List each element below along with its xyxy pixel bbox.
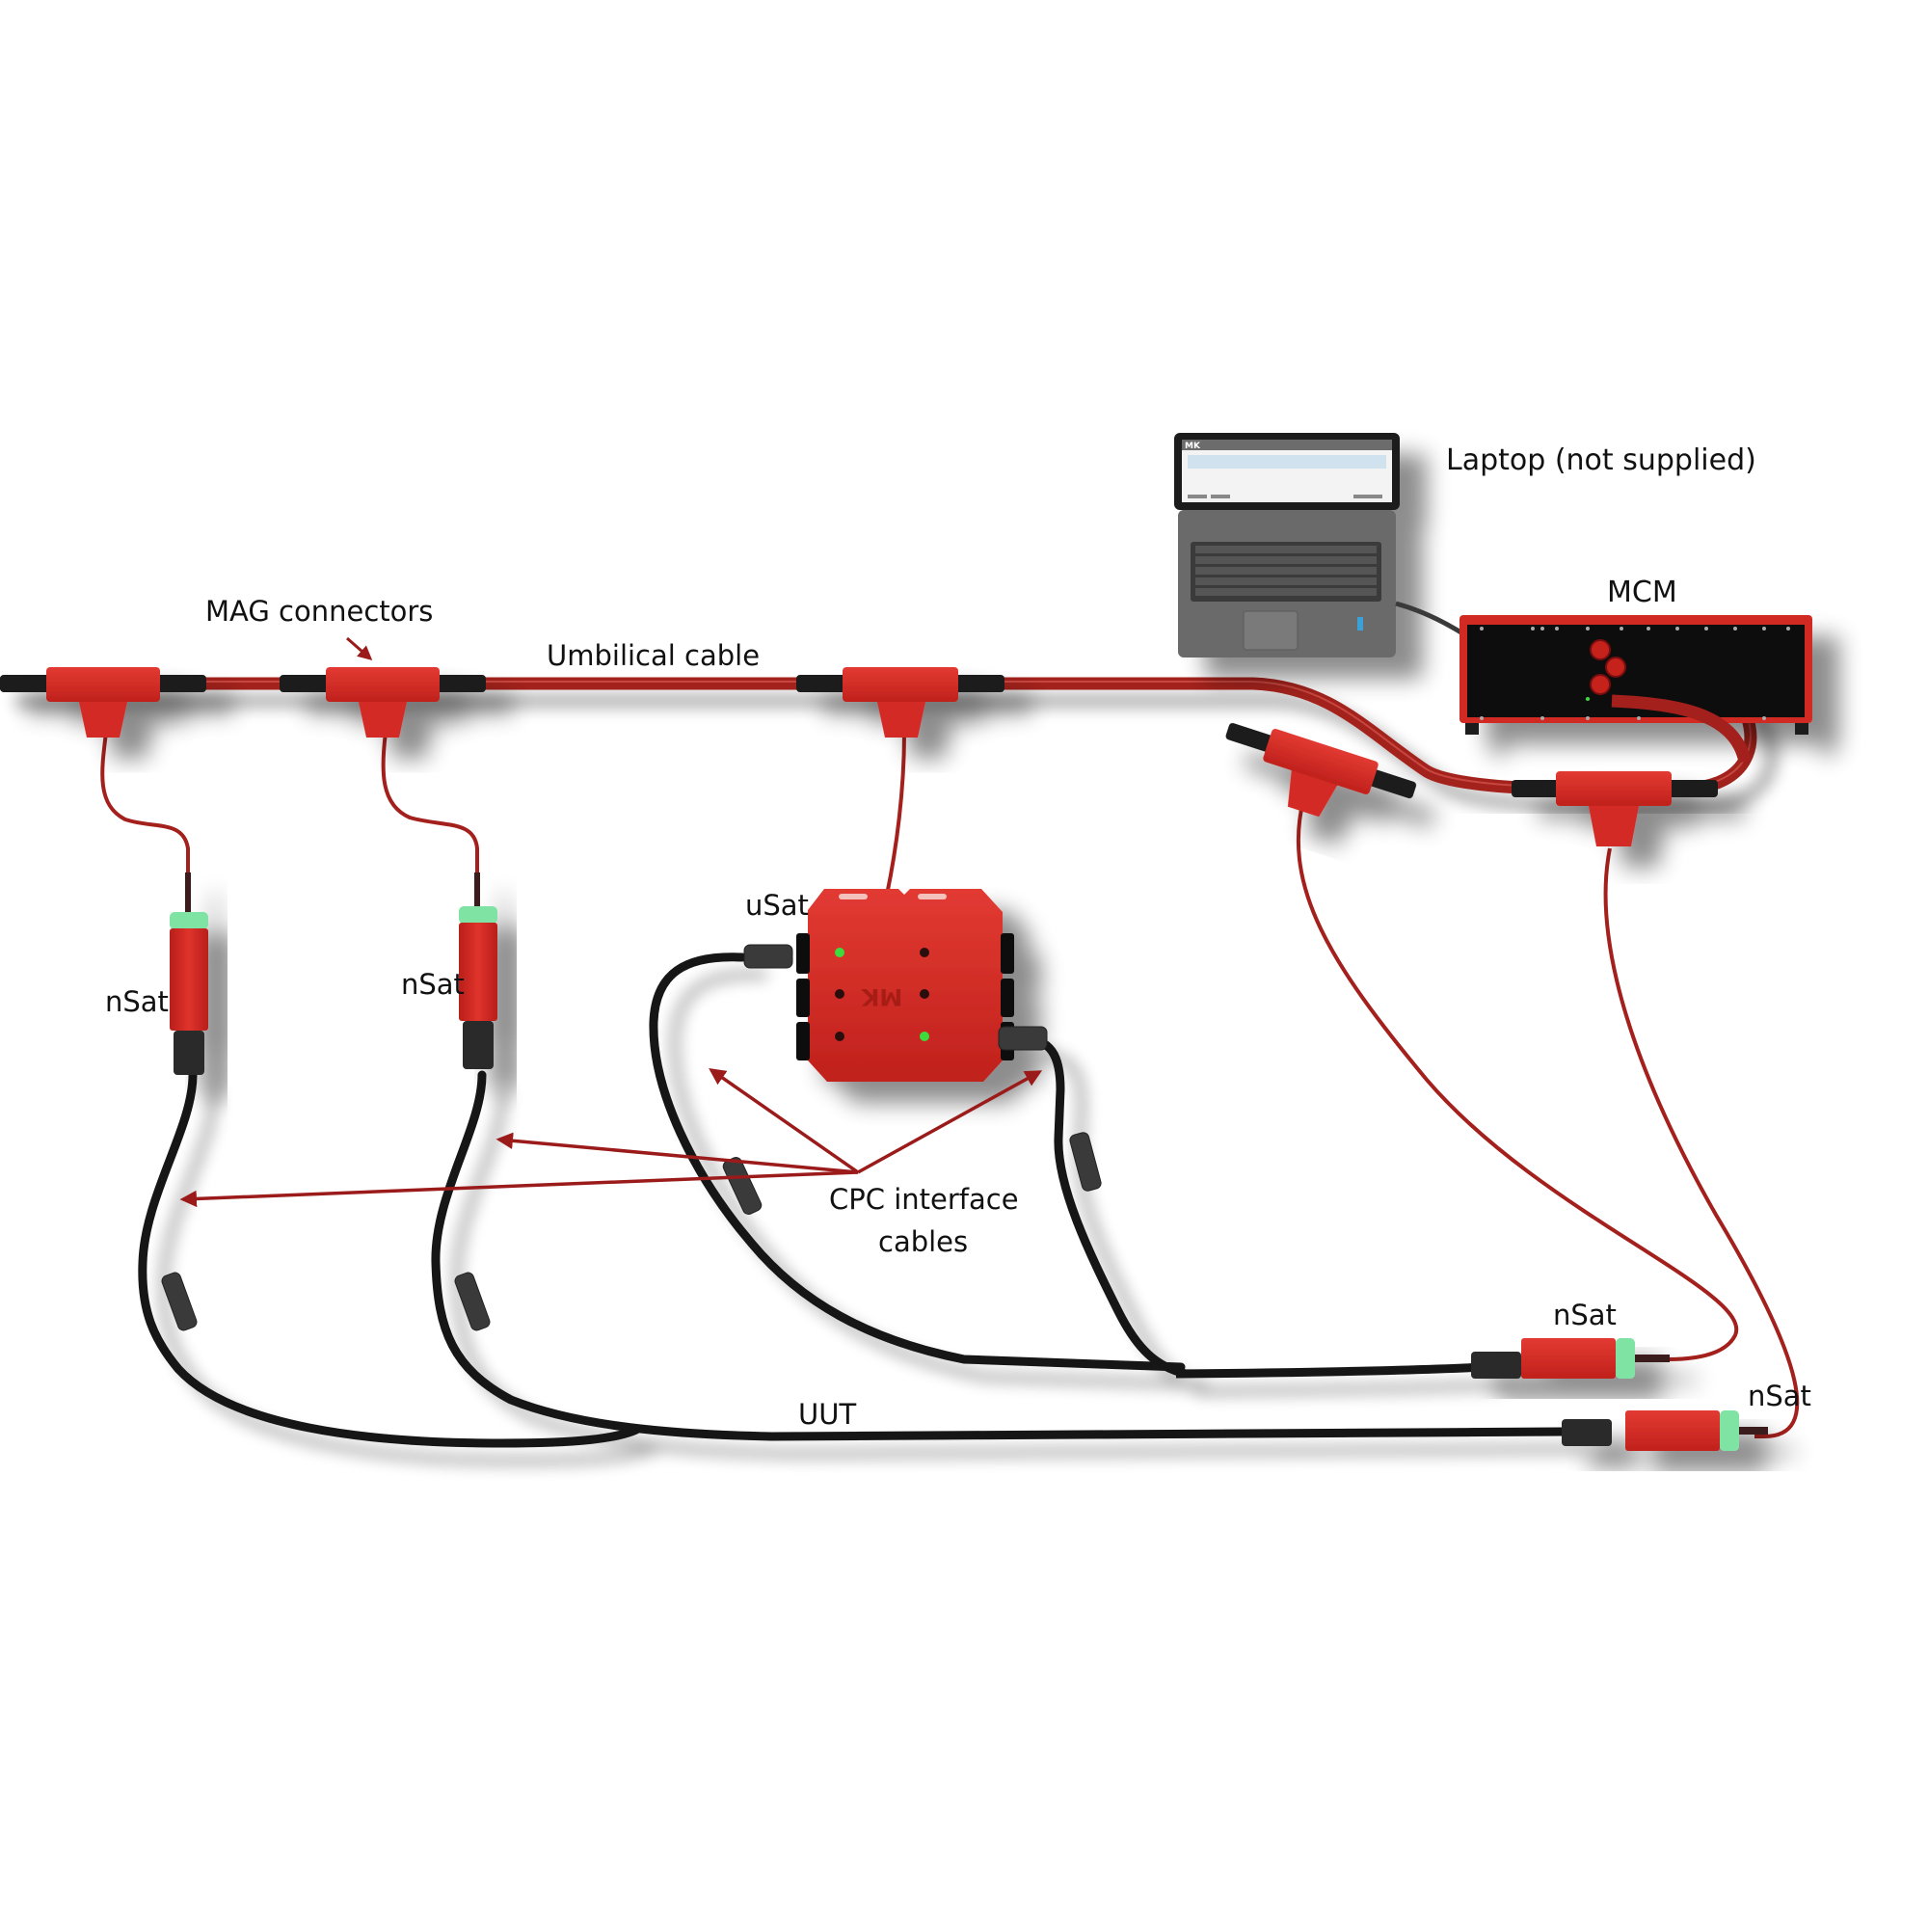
usat-led — [835, 1032, 844, 1041]
drop-cables — [100, 732, 1800, 1438]
cpc-cable-usat-right — [1017, 1033, 1489, 1379]
drop-cable-usat — [885, 732, 906, 896]
mag-connectors-arrow — [346, 636, 373, 660]
mcm-umbilical-exit — [1611, 694, 1752, 764]
laptop-label: Laptop (not supplied) — [1446, 443, 1756, 477]
uut-label: UUT — [798, 1398, 857, 1431]
usat-led — [920, 989, 929, 999]
nsat-module — [1471, 1338, 1670, 1379]
laptop: MK — [1174, 433, 1400, 657]
cpc-arrow-usat-left — [709, 1067, 860, 1174]
usat-label: uSat — [745, 889, 809, 922]
drop-cable-1 — [100, 732, 190, 872]
mcm-label: MCM — [1607, 576, 1677, 609]
mcm-port[interactable] — [1590, 639, 1611, 660]
cpc-label-line2: cables — [878, 1225, 969, 1258]
usat-led — [835, 948, 844, 957]
usat-device: MK — [796, 889, 1014, 1082]
nsat-label-4: nSat — [1748, 1380, 1811, 1412]
mcm-port[interactable] — [1590, 674, 1611, 695]
nsat-module — [170, 872, 208, 1075]
mcm-chassis — [1459, 615, 1812, 735]
cpc-arrow-nsat2 — [495, 1132, 859, 1174]
mag-connector[interactable] — [0, 667, 206, 738]
nsat-label-1: nSat — [105, 985, 169, 1018]
cpc-arrows — [179, 1067, 1043, 1208]
mag-connector[interactable] — [280, 667, 486, 738]
cpc-arrow-usat-right — [857, 1070, 1043, 1174]
cpc-label-line1: CPC interface — [829, 1183, 1019, 1216]
mag-connector[interactable] — [1211, 714, 1420, 842]
nsat-module — [1562, 1410, 1768, 1451]
usat-led — [920, 948, 929, 957]
cpc-connectors — [161, 944, 1102, 1331]
cpc-cable-nsat2 — [431, 1070, 1566, 1441]
nsat-module — [459, 872, 497, 1069]
laptop-screen-logo: MK — [1185, 442, 1201, 451]
drop-cable-nsat4 — [1603, 847, 1800, 1438]
mag-connectors-label: MAG connectors — [205, 595, 434, 628]
nsat-label-3: nSat — [1553, 1299, 1617, 1331]
drop-cable-2 — [381, 732, 479, 872]
cpc-cable-usat-left — [649, 953, 1186, 1372]
mag-connector[interactable] — [1512, 771, 1718, 846]
umbilical-cable-label: Umbilical cable — [547, 639, 761, 672]
usat-logo: MK — [860, 983, 902, 1010]
usat-led — [920, 1032, 929, 1041]
mcm-port[interactable] — [1605, 657, 1626, 678]
nsat-label-2: nSat — [401, 968, 465, 1001]
cpc-arrow-nsat1 — [179, 1170, 859, 1208]
usat-led — [835, 989, 844, 999]
mag-connector[interactable] — [796, 667, 1004, 738]
cpc-interface-cables — [138, 953, 1566, 1448]
drop-cable-nsat3 — [1296, 799, 1739, 1361]
cpc-cable-nsat1 — [138, 1070, 641, 1448]
